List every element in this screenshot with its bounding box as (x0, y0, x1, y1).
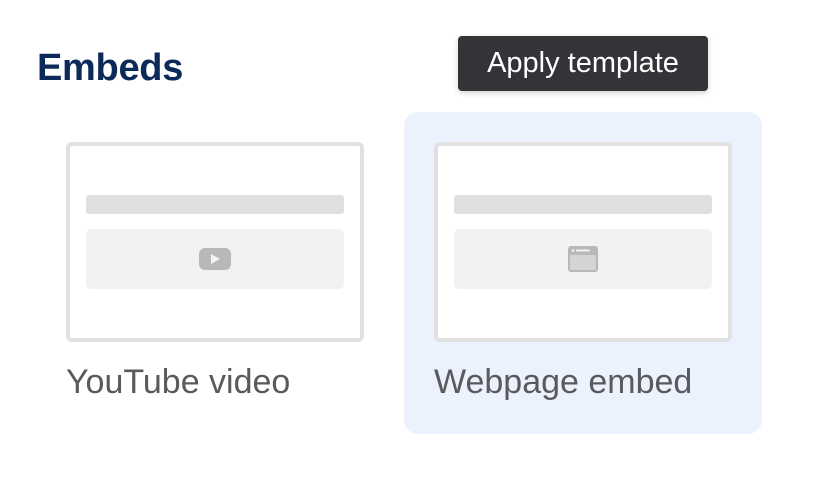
template-thumbnail (434, 142, 732, 342)
browser-window-icon (568, 246, 598, 272)
apply-template-tooltip: Apply template (458, 36, 708, 91)
thumbnail-media-placeholder (454, 229, 712, 289)
thumbnail-media-placeholder (86, 229, 344, 289)
template-thumbnail (66, 142, 364, 342)
card-label: YouTube video (66, 363, 291, 401)
card-label: Webpage embed (434, 363, 693, 401)
youtube-play-icon (199, 248, 231, 270)
thumbnail-title-placeholder (454, 195, 712, 214)
youtube-video-card[interactable]: YouTube video (36, 112, 394, 434)
thumbnail-title-placeholder (86, 195, 344, 214)
webpage-embed-card[interactable]: Webpage embed (404, 112, 762, 434)
section-title: Embeds (37, 47, 184, 89)
